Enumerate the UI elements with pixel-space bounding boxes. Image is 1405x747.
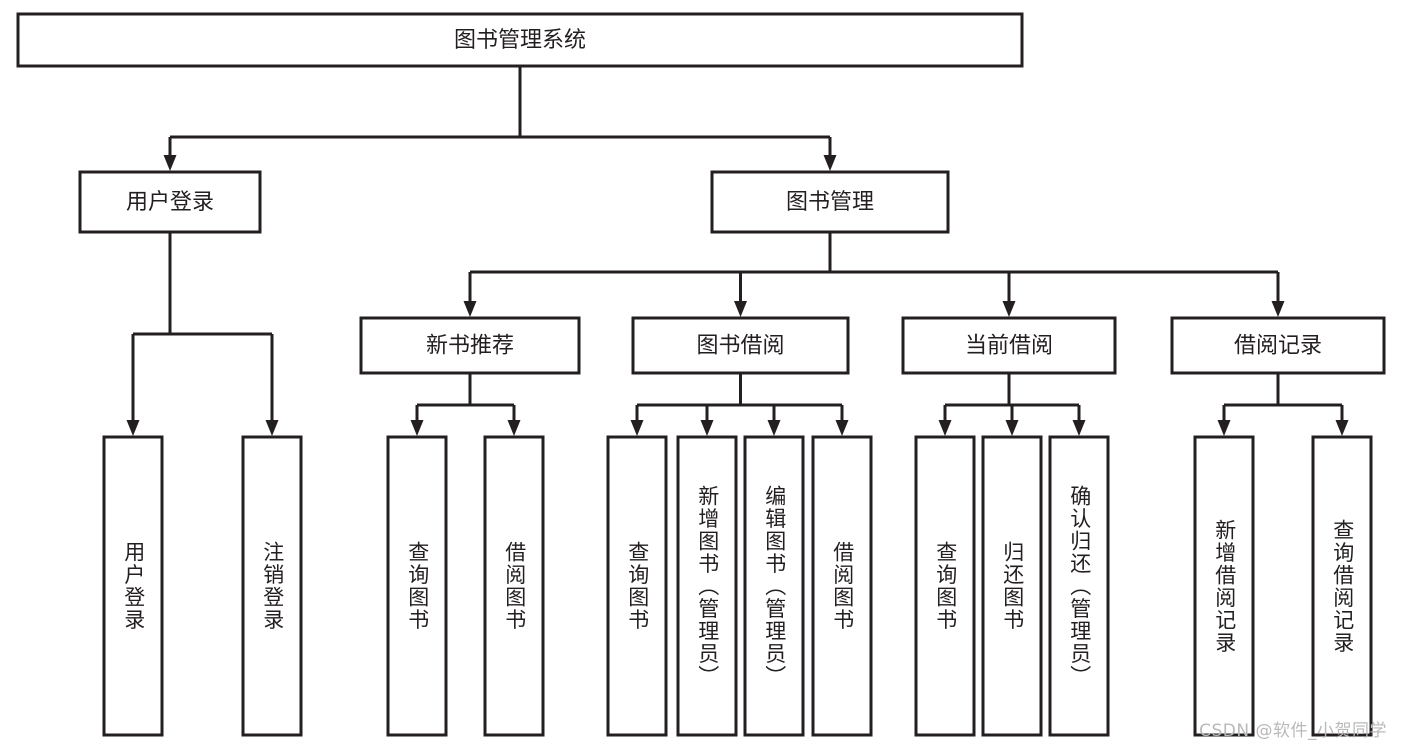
connector-group-l2-2 [463, 232, 1285, 317]
node-label: 新书推荐 [426, 334, 514, 359]
node-root[interactable]: 图书管理系统 [16, 12, 1024, 68]
connector-group-l3-4 [1217, 373, 1349, 436]
arrow-head-icon [410, 420, 424, 436]
node-label: 图书管理 [786, 190, 874, 215]
node-leaf-5[interactable] [606, 435, 668, 737]
node-box[interactable] [1048, 435, 1110, 737]
arrow-head-icon [1072, 420, 1086, 436]
node-l3-3[interactable]: 当前借阅 [901, 316, 1117, 375]
node-box[interactable] [710, 170, 950, 234]
node-box[interactable] [811, 435, 873, 737]
node-label: 借阅记录 [1234, 334, 1322, 359]
node-box[interactable] [16, 12, 1024, 68]
arrow-head-icon [938, 420, 952, 436]
node-box[interactable] [914, 435, 976, 737]
node-box[interactable] [483, 435, 545, 737]
node-box[interactable] [606, 435, 668, 737]
arrow-head-icon [1271, 301, 1285, 317]
connector-group-l3-3 [938, 373, 1086, 436]
node-leaf-1[interactable] [102, 435, 164, 737]
arrow-head-icon [463, 301, 477, 317]
arrow-head-icon [1335, 420, 1349, 436]
node-leaf-13[interactable] [1311, 435, 1373, 737]
node-leaf-9[interactable] [914, 435, 976, 737]
node-box[interactable] [386, 435, 448, 737]
node-box[interactable] [1170, 316, 1386, 375]
node-box[interactable] [1311, 435, 1373, 737]
arrow-head-icon [630, 420, 644, 436]
connector-group-l3-2 [630, 373, 849, 436]
node-box[interactable] [102, 435, 164, 737]
arrow-head-icon [1002, 301, 1016, 317]
arrow-head-icon [507, 420, 521, 436]
node-box[interactable] [78, 170, 262, 234]
watermark-text: CSDN @软件_小贺同学 [1199, 721, 1387, 741]
node-box[interactable] [631, 316, 850, 375]
arrow-head-icon [265, 420, 279, 436]
node-box[interactable] [676, 435, 738, 737]
node-leaf-6[interactable] [676, 435, 738, 737]
arrow-head-icon [126, 420, 140, 436]
connector-group-l2-1 [126, 232, 279, 436]
node-box[interactable] [1193, 435, 1255, 737]
arrow-head-icon [1005, 420, 1019, 436]
node-leaf-4[interactable] [483, 435, 545, 737]
node-leaf-7[interactable] [743, 435, 805, 737]
node-leaf-12[interactable] [1193, 435, 1255, 737]
node-l2-2[interactable]: 图书管理 [710, 170, 950, 234]
arrow-head-icon [700, 420, 714, 436]
node-leaf-10[interactable] [981, 435, 1043, 737]
arrow-head-icon [835, 420, 849, 436]
node-leaf-2[interactable] [241, 435, 303, 737]
node-leaf-11[interactable] [1048, 435, 1110, 737]
node-leaf-8[interactable] [811, 435, 873, 737]
connector-group-root [163, 66, 837, 171]
node-l3-2[interactable]: 图书借阅 [631, 316, 850, 375]
node-leaf-3[interactable] [386, 435, 448, 737]
node-label: 用户登录 [126, 190, 214, 215]
node-l3-1[interactable]: 新书推荐 [359, 316, 581, 375]
arrow-head-icon [767, 420, 781, 436]
node-box[interactable] [743, 435, 805, 737]
connector-group-l3-1 [410, 373, 521, 436]
node-label: 图书管理系统 [454, 28, 586, 53]
node-label: 当前借阅 [965, 334, 1053, 359]
node-box[interactable] [901, 316, 1117, 375]
arrow-head-icon [1217, 420, 1231, 436]
arrow-head-icon [734, 301, 747, 317]
node-box[interactable] [359, 316, 581, 375]
node-box[interactable] [241, 435, 303, 737]
arrow-head-icon [163, 155, 177, 171]
node-l3-4[interactable]: 借阅记录 [1170, 316, 1386, 375]
node-label: 图书借阅 [696, 334, 784, 359]
node-box[interactable] [981, 435, 1043, 737]
arrow-head-icon [823, 155, 837, 171]
node-l2-1[interactable]: 用户登录 [78, 170, 262, 234]
